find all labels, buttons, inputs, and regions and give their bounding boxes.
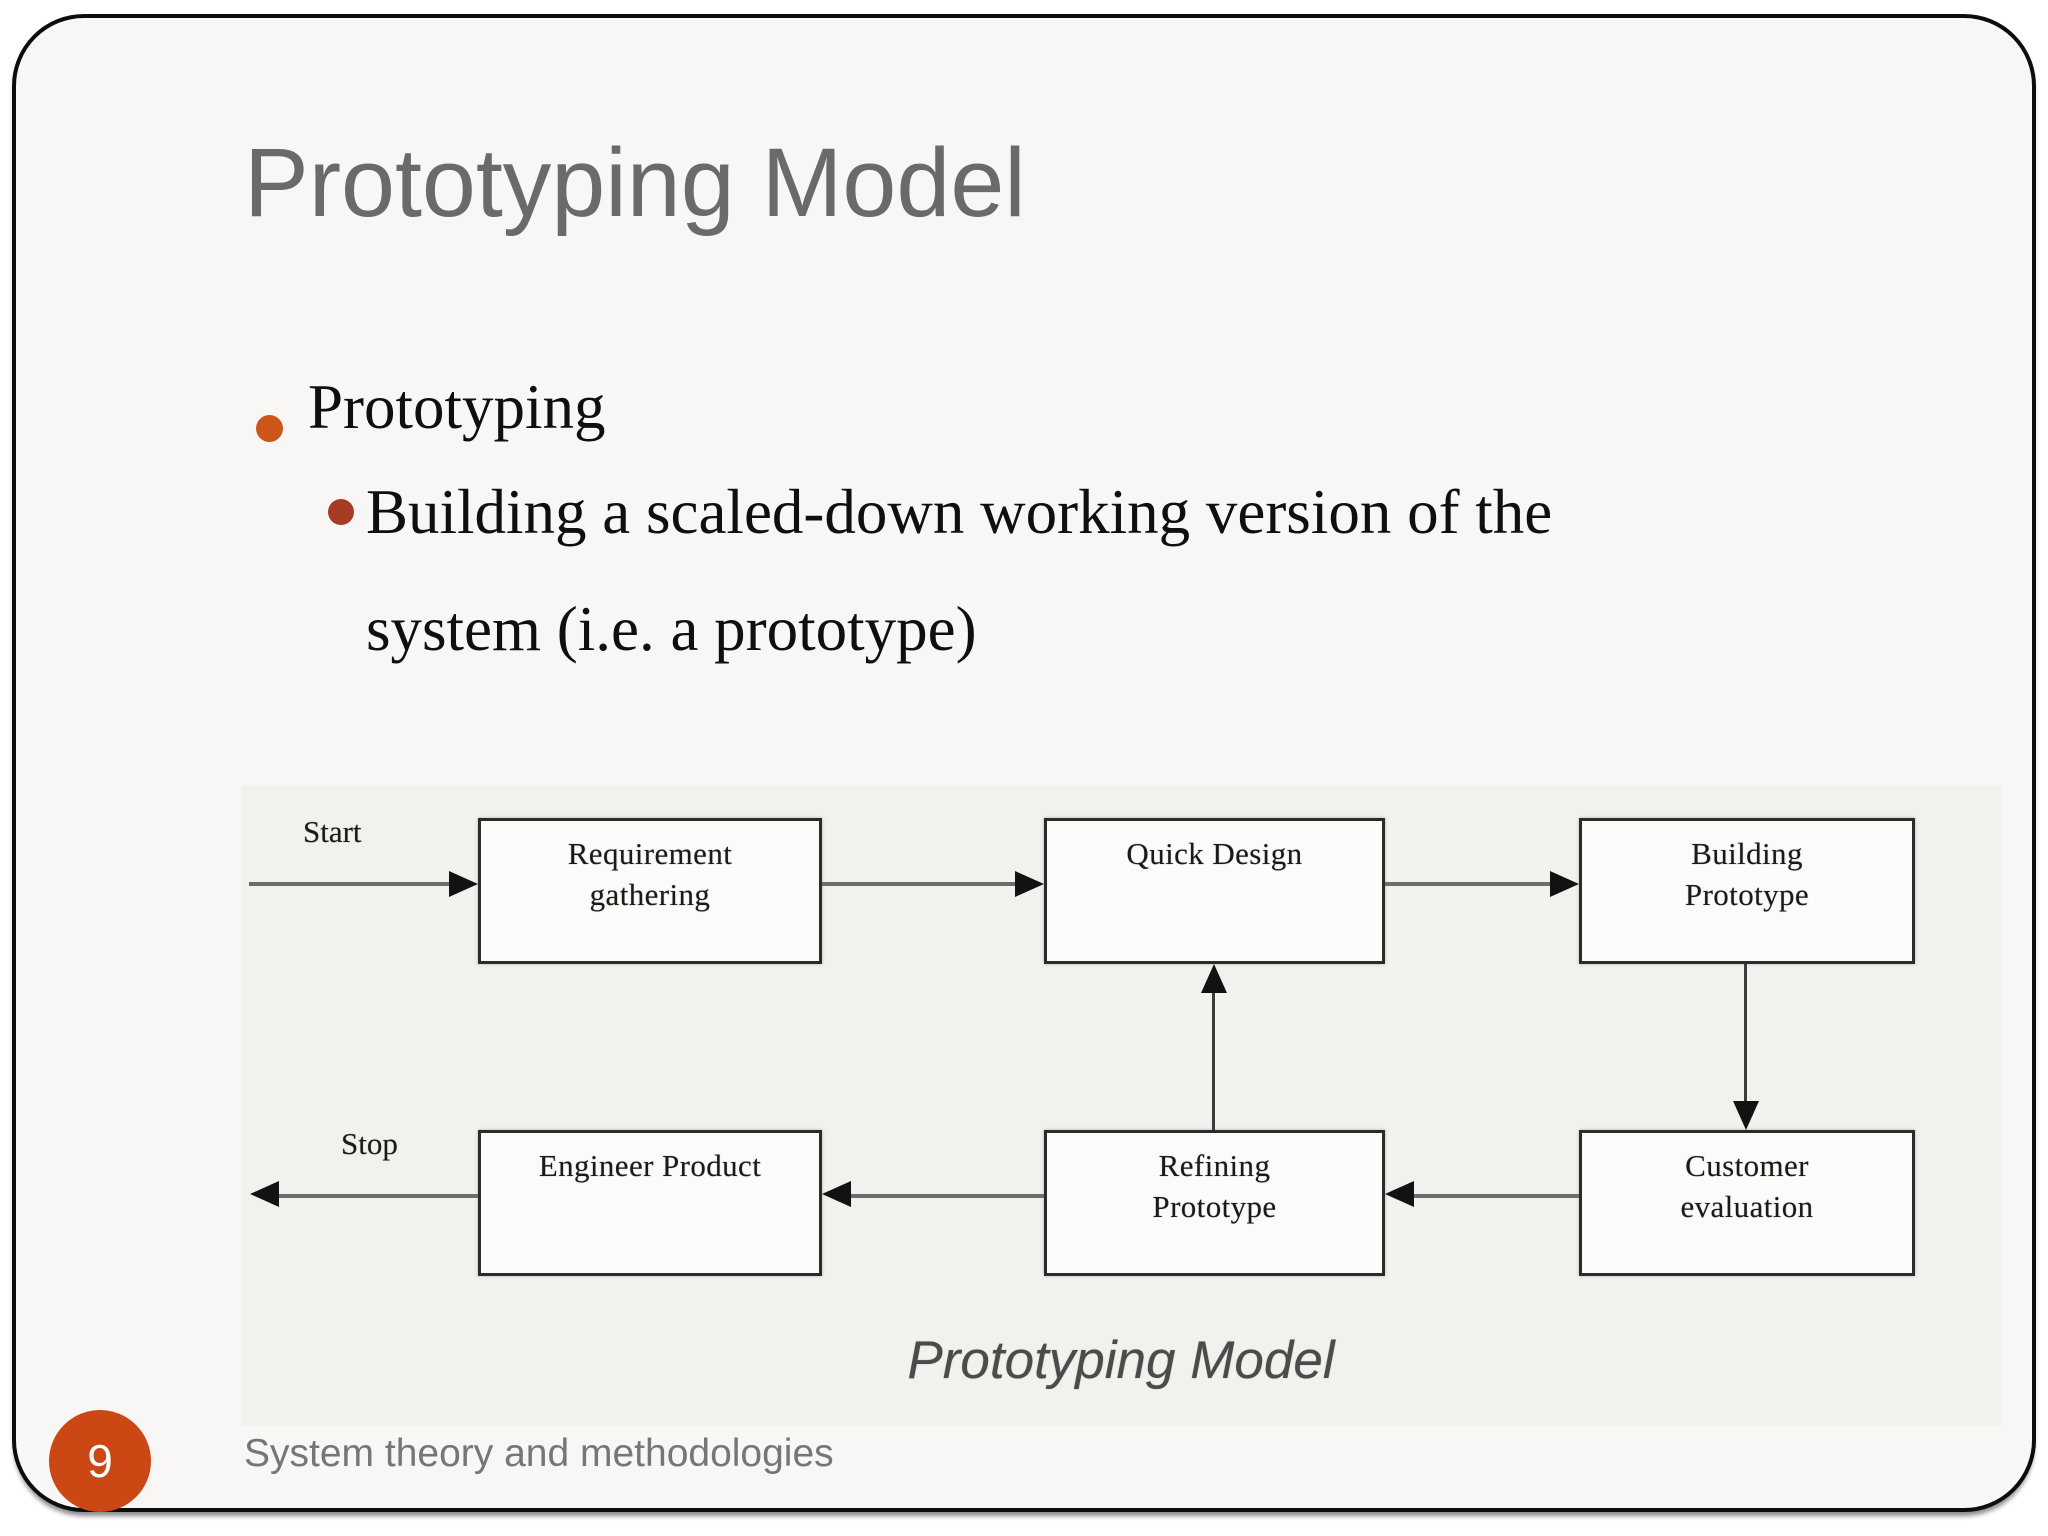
- connector-customer-to-refining: [1414, 1194, 1579, 1198]
- connector-refining-to-quick: [1212, 993, 1215, 1130]
- connector-engineer-to-stop: [279, 1194, 478, 1198]
- prototyping-model-diagram: Start Stop Requirement gathering Quick D…: [241, 786, 2001, 1426]
- footer-text: System theory and methodologies: [244, 1432, 834, 1475]
- bullet-level2-text: Building a scaled-down working version o…: [366, 477, 1553, 664]
- arrowhead-right-icon: [1015, 871, 1044, 897]
- page-number-badge: 9: [49, 1410, 151, 1512]
- connector-quick-to-building: [1385, 882, 1551, 886]
- connector-start-to-requirement: [249, 882, 449, 886]
- arrowhead-down-icon: [1733, 1101, 1759, 1130]
- arrowhead-left-icon: [250, 1181, 279, 1207]
- flow-box-building-prototype: Building Prototype: [1579, 818, 1915, 964]
- stop-label: Stop: [341, 1126, 398, 1161]
- slide-frame: Prototyping Model Prototyping Building a…: [12, 14, 2036, 1512]
- flow-box-engineer-product: Engineer Product: [478, 1130, 822, 1276]
- start-label: Start: [303, 814, 362, 849]
- bullet-level1-text: Prototyping: [308, 372, 606, 442]
- connector-refining-to-engineer: [851, 1194, 1044, 1198]
- connector-requirement-to-quick: [822, 882, 1016, 886]
- arrowhead-left-icon: [822, 1181, 851, 1207]
- slide-title: Prototyping Model: [244, 128, 1026, 237]
- arrowhead-up-icon: [1201, 964, 1227, 993]
- flow-box-refining-prototype: Refining Prototype: [1044, 1130, 1385, 1276]
- diagram-caption: Prototyping Model: [907, 1331, 1335, 1390]
- arrowhead-left-icon: [1385, 1181, 1414, 1207]
- flow-box-customer-evaluation: Customer evaluation: [1579, 1130, 1915, 1276]
- arrowhead-right-icon: [1550, 871, 1579, 897]
- connector-building-to-customer: [1744, 964, 1747, 1102]
- flow-box-requirement-gathering: Requirement gathering: [478, 818, 822, 964]
- page-number: 9: [87, 1435, 113, 1487]
- flow-box-quick-design: Quick Design: [1044, 818, 1385, 964]
- arrowhead-right-icon: [449, 871, 478, 897]
- sub-bullet-dot-icon: [328, 499, 354, 525]
- bullet-dot-icon: [256, 415, 283, 442]
